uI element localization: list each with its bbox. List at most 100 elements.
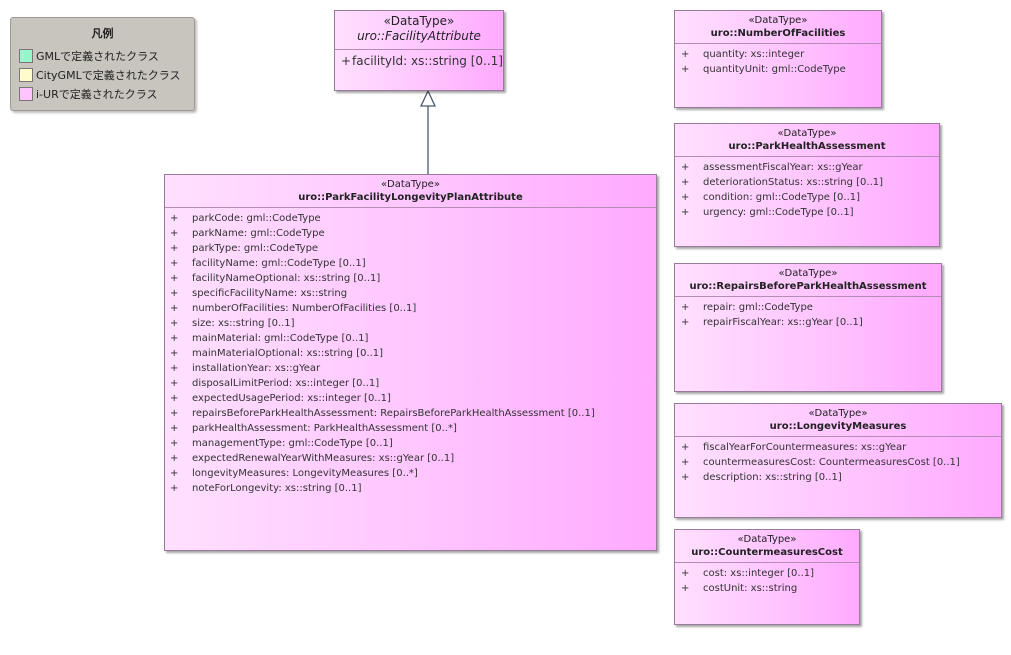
attribute-row: + parkCode: gml::CodeType [170, 211, 656, 226]
attribute-text: facilityName: gml::CodeType [0..1] [192, 258, 366, 269]
visibility-marker: + [170, 288, 179, 299]
visibility-marker: + [681, 64, 690, 75]
attribute-text: size: xs::string [0..1] [192, 318, 295, 329]
legend-label: i-URで定義されたクラス [36, 88, 158, 101]
class-countermeasures-cost[interactable]: «DataType» uro::CountermeasuresCost +cos… [674, 529, 860, 625]
attribute-row: + quantityUnit: gml::CodeType [681, 62, 881, 77]
class-name: uro::CountermeasuresCost [691, 547, 843, 558]
attribute-row: +quantity: xs::integer [681, 47, 881, 62]
visibility-marker: + [170, 378, 179, 389]
legend-swatch-citygml [19, 68, 33, 82]
visibility-marker: + [170, 408, 179, 419]
visibility-marker: + [170, 423, 179, 434]
attribute-text: urgency: gml::CodeType [0..1] [703, 207, 854, 218]
attribute-row: + assessmentFiscalYear: xs::gYear [681, 160, 939, 175]
attribute-row: + expectedUsagePeriod: xs::integer [0..1] [170, 391, 656, 406]
attribute-row: + repairsBeforeParkHealthAssessment: Repa… [170, 406, 656, 421]
class-number-of-facilities[interactable]: «DataType» uro::NumberOfFacilities +quan… [674, 10, 882, 108]
attribute-text: deteriorationStatus: xs::string [0..1] [703, 177, 884, 188]
legend-swatch-gml [19, 49, 33, 63]
attribute-text: costUnit: xs::string [703, 583, 798, 594]
attribute-row: +countermeasuresCost: CountermeasuresCos… [681, 455, 1001, 470]
attribute-row: + costUnit: xs::string [681, 581, 859, 596]
attribute-row: + condition: gml::CodeType [0..1] [681, 190, 939, 205]
visibility-marker: + [170, 348, 179, 359]
visibility-marker: + [681, 457, 690, 468]
visibility-marker: + [681, 177, 690, 188]
attribute-text: repair: gml::CodeType [703, 302, 813, 313]
visibility-marker: + [681, 472, 690, 483]
attribute-row: +longevityMeasures: LongevityMeasures [0… [170, 466, 656, 481]
attribute-row: + parkType: gml::CodeType [170, 241, 656, 256]
visibility-marker: + [170, 303, 179, 314]
visibility-marker: + [341, 54, 352, 68]
visibility-marker: + [170, 273, 179, 284]
attribute-text: assessmentFiscalYear: xs::gYear [703, 162, 863, 173]
attribute-row: +fiscalYearForCountermeasures: xs::gYear [681, 440, 1001, 455]
visibility-marker: + [681, 207, 690, 218]
legend-title: 凡例 [91, 27, 114, 40]
visibility-marker: + [170, 213, 179, 224]
attribute-row: +disposalLimitPeriod: xs::integer [0..1] [170, 376, 656, 391]
class-park-facility-longevity-plan-attribute[interactable]: «DataType» uro::ParkFacilityLongevityPla… [164, 174, 657, 551]
attribute-row: +mainMaterialOptional: xs::string [0..1] [170, 346, 656, 361]
attribute-text: quantityUnit: gml::CodeType [703, 64, 846, 75]
attribute-text: repairFiscalYear: xs::gYear [0..1] [703, 317, 863, 328]
attribute-row: + deteriorationStatus: xs::string [0..1] [681, 175, 939, 190]
class-longevity-measures[interactable]: «DataType» uro::LongevityMeasures +fisca… [674, 403, 1002, 518]
attribute-row: + specificFacilityName: xs::string [170, 286, 656, 301]
stereotype: «DataType» [748, 15, 808, 26]
stereotype: «DataType» [383, 14, 455, 28]
visibility-marker: + [681, 302, 690, 313]
class-name: uro::FacilityAttribute [357, 29, 481, 43]
attribute-row: +size: xs::string [0..1] [170, 316, 656, 331]
attribute-text: facilityNameOptional: xs::string [0..1] [192, 273, 381, 284]
legend-item-citygml: CityGMLで定義されたクラス [19, 67, 180, 83]
visibility-marker: + [170, 393, 179, 404]
attribute-text: quantity: xs::integer [703, 49, 805, 60]
visibility-marker: + [170, 438, 179, 449]
attribute-row: + facilityId: xs::string [0..1] [341, 53, 503, 69]
visibility-marker: + [681, 583, 690, 594]
class-repairs-before-park-health-assessment[interactable]: «DataType» uro::RepairsBeforeParkHealthA… [674, 263, 942, 392]
visibility-marker: + [170, 483, 179, 494]
visibility-marker: + [681, 317, 690, 328]
visibility-marker: + [170, 453, 179, 464]
visibility-marker: + [170, 468, 179, 479]
attribute-text: managementType: gml::CodeType [0..1] [192, 438, 393, 449]
attribute-text: fiscalYearForCountermeasures: xs::gYear [703, 442, 907, 453]
attribute-text: expectedUsagePeriod: xs::integer [0..1] [192, 393, 391, 404]
stereotype: «DataType» [737, 534, 797, 545]
visibility-marker: + [681, 192, 690, 203]
attribute-row: + parkHealthAssessment: ParkHealthAssessm… [170, 421, 656, 436]
attribute-text: cost: xs::integer [0..1] [703, 568, 815, 579]
attribute-row: +cost: xs::integer [0..1] [681, 566, 859, 581]
class-name: uro::ParkHealthAssessment [728, 141, 886, 152]
attribute-text: parkName: gml::CodeType [192, 228, 325, 239]
visibility-marker: + [170, 228, 179, 239]
visibility-marker: + [681, 162, 690, 173]
attribute-row: + urgency: gml::CodeType [0..1] [681, 205, 939, 220]
attribute-text: noteForLongevity: xs::string [0..1] [192, 483, 362, 494]
attribute-text: parkType: gml::CodeType [192, 243, 319, 254]
class-facility-attribute[interactable]: «DataType» uro::FacilityAttribute + faci… [334, 10, 504, 91]
attribute-text: installationYear: xs::gYear [192, 363, 321, 374]
attribute-row: + managementType: gml::CodeType [0..1] [170, 436, 656, 451]
attribute-text: expectedRenewalYearWithMeasures: xs::gYe… [192, 453, 455, 464]
legend-swatch-iur [19, 87, 33, 101]
attribute-row: + parkName: gml::CodeType [170, 226, 656, 241]
attribute-row: + repairFiscalYear: xs::gYear [0..1] [681, 315, 941, 330]
attribute-text: description: xs::string [0..1] [703, 472, 842, 483]
attribute-text: specificFacilityName: xs::string [192, 288, 348, 299]
attribute-text: condition: gml::CodeType [0..1] [703, 192, 861, 203]
legend-label: CityGMLで定義されたクラス [36, 69, 181, 82]
attribute-row: + description: xs::string [0..1] [681, 470, 1001, 485]
attribute-text: repairsBeforeParkHealthAssessment: Repai… [192, 408, 595, 419]
class-name: uro::LongevityMeasures [769, 421, 907, 432]
attribute-text: parkHealthAssessment: ParkHealthAssessme… [192, 423, 457, 434]
class-park-health-assessment[interactable]: «DataType» uro::ParkHealthAssessment +as… [674, 123, 940, 247]
visibility-marker: + [170, 243, 179, 254]
attribute-text: parkCode: gml::CodeType [192, 213, 321, 224]
stereotype: «DataType» [778, 268, 838, 279]
